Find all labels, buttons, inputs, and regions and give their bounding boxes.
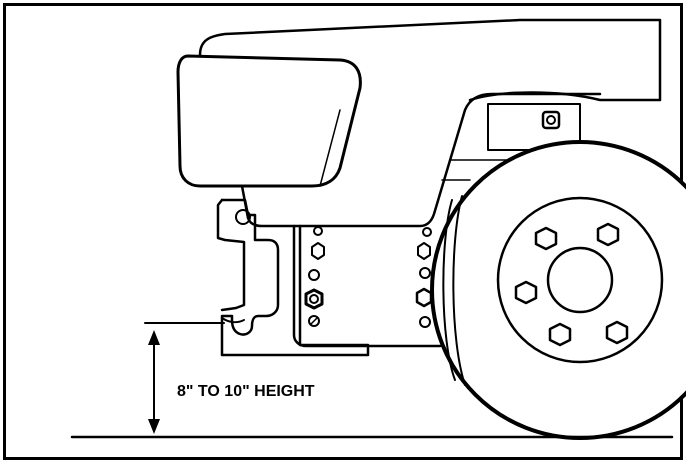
front-frame (240, 92, 602, 228)
lug-nut-2 (596, 222, 620, 247)
lug-nut-4 (548, 322, 572, 347)
hitch-notch (221, 317, 245, 324)
wheel-hub (546, 246, 614, 314)
height-label: 8" TO 10" HEIGHT (177, 383, 315, 400)
upper-bolt-icon (541, 110, 561, 130)
plate-hex-nut-1 (311, 242, 325, 260)
front-weight-block (176, 54, 362, 188)
hitch-pin-hole (235, 209, 251, 225)
hitch-plate (220, 198, 370, 357)
plate-hole-3-slash (310, 317, 318, 325)
dimension-arrowhead-up (148, 330, 160, 345)
mounting-plate (292, 224, 442, 348)
wheel-rim (496, 196, 664, 364)
front-tire (430, 140, 686, 440)
right-hex-nut-1 (417, 242, 431, 260)
right-hex-nut-2 (415, 287, 433, 308)
lug-nut-1 (534, 226, 558, 251)
right-hole-1 (422, 227, 432, 237)
lug-nut-3 (514, 280, 538, 305)
tractor-hood (198, 18, 662, 102)
hitch-plate-left-edge (216, 198, 246, 312)
plate-hole-1 (313, 226, 323, 236)
right-hole-2 (419, 267, 431, 279)
plate-hole-3 (308, 315, 320, 327)
plate-hex-nut-2 (304, 288, 324, 310)
dimension-arrowhead-down (148, 419, 160, 434)
plate-hole-2 (308, 269, 320, 281)
plate-bolt-center (309, 294, 319, 304)
lug-nut-5 (605, 320, 629, 345)
right-hole-3 (419, 316, 431, 328)
upper-bolt-center (546, 115, 556, 125)
tire-tread (442, 195, 466, 386)
